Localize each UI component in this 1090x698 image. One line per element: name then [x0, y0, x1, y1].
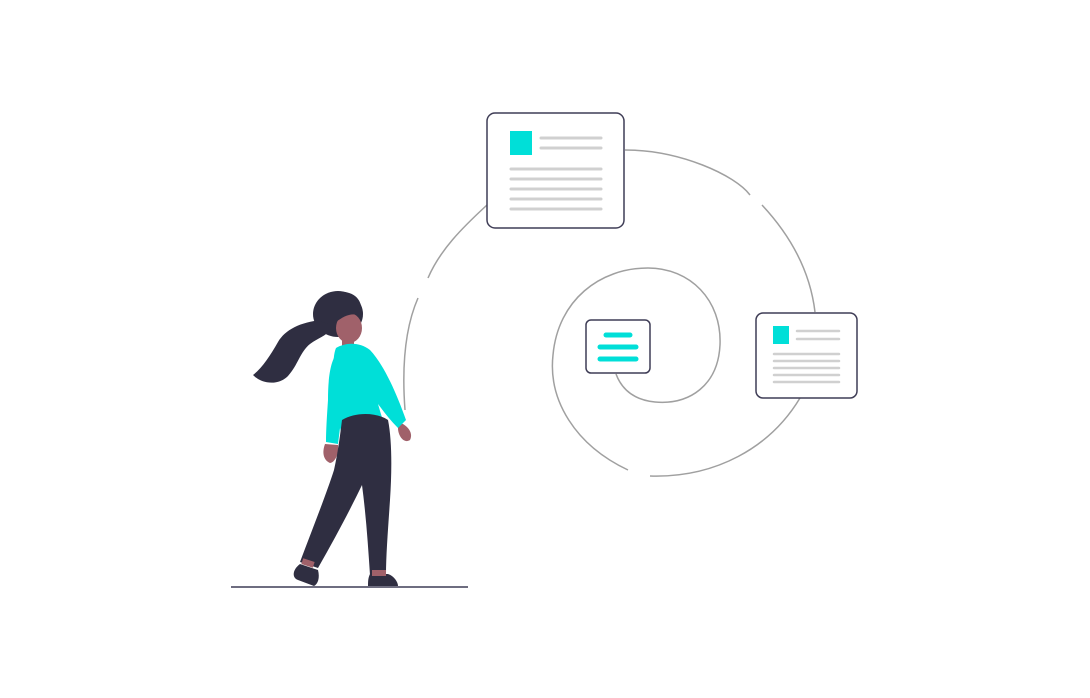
person-ponytail: [253, 320, 330, 383]
person-shoe-front: [368, 574, 398, 586]
document-card-right-thumbnail: [773, 326, 789, 344]
document-card-right-text-lines: [772, 329, 841, 384]
document-card-top-text-lines: [509, 136, 603, 211]
spiral-arc-middle-bottom: [649, 397, 801, 477]
person-shoe-back: [293, 564, 319, 586]
spiral-arc-outer-left-lower: [403, 297, 419, 411]
document-card-top-thumbnail: [510, 131, 532, 155]
person-pants: [300, 414, 392, 575]
document-card-right: [755, 312, 858, 399]
spiral-arc-inner: [615, 267, 721, 403]
person-face: [336, 313, 362, 343]
person-figure: [253, 291, 412, 586]
spiral-arc-outer-right: [761, 204, 816, 313]
spiral-arc-outer-left: [427, 204, 488, 279]
chat-bubble-icon: [585, 319, 651, 374]
spiral-arc-middle-left: [551, 267, 649, 471]
spiral-arc-outer-top: [624, 149, 751, 196]
document-card-top: [486, 112, 625, 229]
spiral-path: [403, 149, 816, 477]
person-shirt: [333, 343, 406, 438]
